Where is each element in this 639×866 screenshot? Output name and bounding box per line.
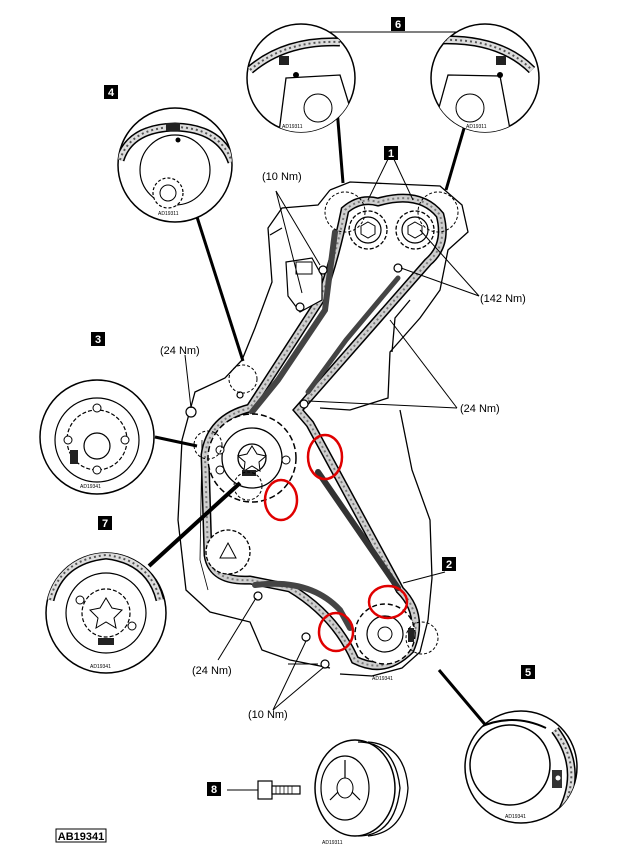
bolts xyxy=(185,263,403,669)
svg-text:2: 2 xyxy=(446,559,452,571)
detail-8-ref: AD19311 xyxy=(322,840,343,846)
detail-5-ref: AD19341 xyxy=(505,814,526,820)
highlight-guide-bottom xyxy=(317,611,355,653)
detail-6-left-ref: AD19311 xyxy=(282,124,303,130)
callout-8: 8 xyxy=(207,782,221,796)
detail-6-right: AD19311 xyxy=(430,23,540,133)
torque-10nm-top: (10 Nm) xyxy=(262,171,302,183)
torque-142nm: (142 Nm) xyxy=(480,293,526,305)
callout-4: 4 xyxy=(104,85,118,99)
highlight-tensioner-guide xyxy=(306,433,344,481)
figure-reference: AB19341 xyxy=(55,828,107,843)
torque-24nm-left: (24 Nm) xyxy=(160,345,200,357)
detail-3: AD19341 xyxy=(39,379,155,495)
red-highlight-marks xyxy=(263,433,409,653)
callout-5: 5 xyxy=(521,665,535,679)
camshaft-sprocket-left xyxy=(348,210,388,250)
svg-text:5: 5 xyxy=(525,667,531,679)
detail-4: AD19311 xyxy=(117,107,233,223)
detail-3-ref: AD19341 xyxy=(80,484,101,490)
callout-3: 3 xyxy=(91,332,105,346)
crankshaft-bolt xyxy=(257,780,301,800)
crankshaft-pulley: AD19311 xyxy=(314,739,409,846)
callout-2: 2 xyxy=(442,557,456,571)
callout-6: 6 xyxy=(391,17,405,31)
oil-pump-sprocket xyxy=(205,529,251,575)
detail-7-ref: AD19341 xyxy=(90,664,111,670)
callout-7: 7 xyxy=(98,516,112,530)
detail-2-ref: AD19341 xyxy=(372,676,393,682)
chain-guides xyxy=(249,229,401,631)
torque-24nm-right: (24 Nm) xyxy=(460,403,500,415)
svg-text:8: 8 xyxy=(211,784,217,796)
detail-6-right-ref: AD19311 xyxy=(466,124,487,130)
svg-text:AB19341: AB19341 xyxy=(58,831,104,843)
detail-5: AD19341 xyxy=(464,710,578,824)
torque-24nm-bottom: (24 Nm) xyxy=(192,665,232,677)
tensioner-body xyxy=(285,257,323,313)
svg-text:4: 4 xyxy=(108,87,115,99)
svg-text:1: 1 xyxy=(388,148,394,160)
detail-4-ref: AD19311 xyxy=(158,211,179,217)
intermediate-sprocket xyxy=(207,413,297,503)
detail-locator-circles xyxy=(193,191,459,655)
callout-1: 1 xyxy=(384,146,398,160)
timing-chain xyxy=(200,193,447,671)
highlight-crank-sprocket-top xyxy=(367,584,409,620)
detail-7: AD19341 xyxy=(45,552,167,674)
svg-text:6: 6 xyxy=(395,19,401,31)
svg-text:3: 3 xyxy=(95,334,101,346)
detail-6-left: AD19311 xyxy=(246,23,356,133)
crankshaft-sprocket xyxy=(354,603,416,665)
torque-10nm-bottom: (10 Nm) xyxy=(248,709,288,721)
highlight-intermediate-sprocket xyxy=(263,478,299,522)
svg-text:7: 7 xyxy=(102,518,108,530)
